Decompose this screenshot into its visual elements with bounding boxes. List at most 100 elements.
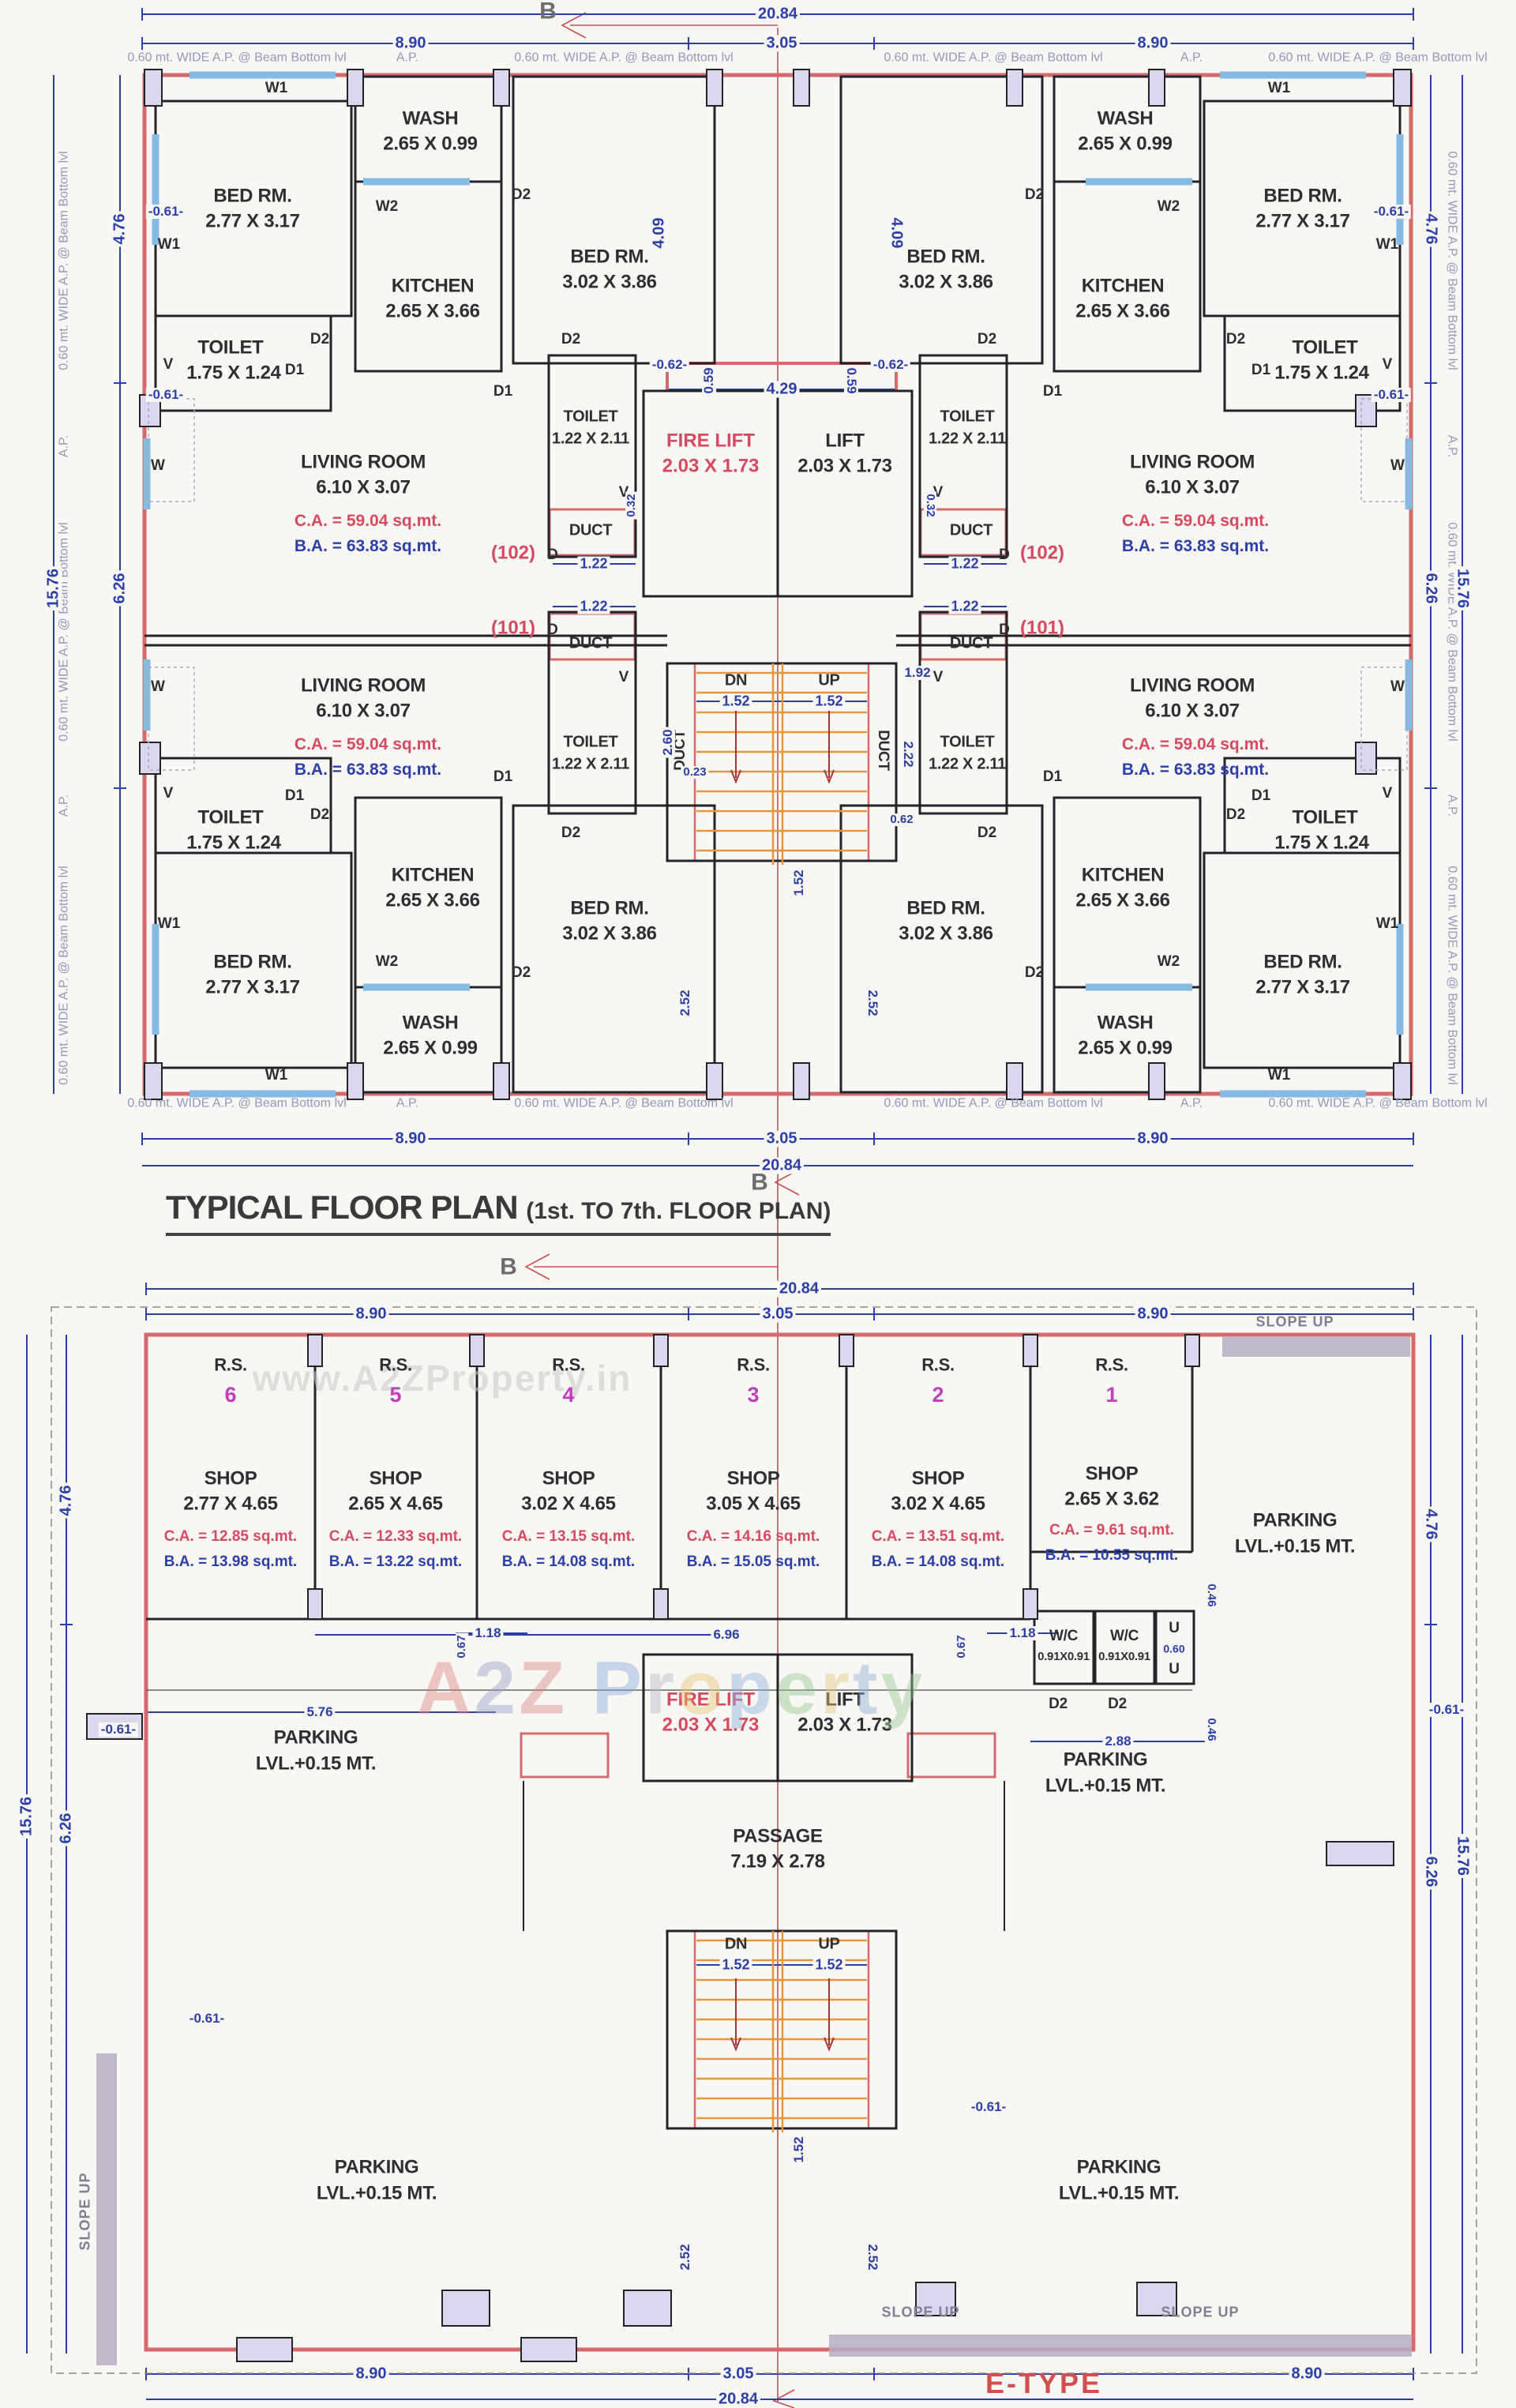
room-label: 2.65 X 3.66 [385, 889, 480, 911]
room-label: LIFT [825, 430, 865, 452]
ba-label: B.A. = 13.22 sq.mt. [328, 1553, 463, 1571]
tag-label: D2 [1225, 331, 1246, 348]
ba-label: B.A. = 63.83 sq.mt. [1121, 760, 1270, 779]
room-label: TOILET [563, 733, 618, 751]
mag-label: 5 [389, 1382, 402, 1407]
room-label: DN [724, 1935, 748, 1953]
ba-label: B.A. = 14.08 sq.mt. [501, 1553, 636, 1571]
red-label: (102) [1019, 542, 1065, 564]
room-label: 1.75 X 1.24 [186, 832, 281, 854]
dim-label: -0.61- [968, 2100, 1009, 2114]
tag-label: W1 [1375, 915, 1399, 933]
margin-label: A.P. [1180, 51, 1203, 65]
room-label: 7.19 X 2.78 [730, 1850, 825, 1873]
tag-label: W [151, 457, 165, 475]
red-label: (101) [490, 617, 536, 639]
room-label: 2.65 X 3.66 [1075, 300, 1170, 322]
room-label: 1.22 X 2.11 [929, 755, 1006, 773]
sec-label: B [539, 0, 557, 24]
tag-label: D2 [511, 964, 531, 982]
dim-label: 1.92 [902, 666, 933, 680]
tag-label: W [151, 678, 165, 696]
dim-label: -0.61- [145, 205, 186, 219]
tag-label: D2 [1024, 964, 1045, 982]
room-label: KITCHEN [391, 864, 475, 886]
room-label: DUCT [568, 634, 613, 652]
ca-label: C.A. = 13.51 sq.mt. [871, 1528, 1005, 1546]
dim-label: 4.09 [651, 215, 668, 251]
dim-label: 15.76 [18, 1794, 36, 1839]
tag-label: D [547, 547, 558, 564]
margin-label: 0.60 mt. WIDE A.P. @ Beam Bottom lvl [884, 51, 1103, 65]
window-strips [143, 71, 1413, 1098]
dim-label: -0.62- [649, 358, 690, 372]
tag-label: D1 [493, 383, 513, 400]
room-label: DUCT [949, 634, 993, 652]
margin-label: 0.60 mt. WIDE A.P. @ Beam Bottom lvl [57, 151, 71, 370]
margin-label: A.P. [396, 51, 419, 65]
dim-label: 8.90 [353, 2365, 389, 2383]
room-label: WASH [402, 107, 459, 130]
dim-label: 20.84 [755, 6, 801, 23]
room-label: D2 [1049, 1696, 1068, 1713]
room-label: WASH [402, 1012, 459, 1034]
margin-label: A.P. [1445, 434, 1459, 458]
room-label: DUCT [874, 730, 891, 771]
ba-label: B.A. = 63.83 sq.mt. [1121, 536, 1270, 555]
tag-label: V [618, 669, 629, 686]
margin-label: 0.60 mt. WIDE A.P. @ Beam Bottom lvl [1268, 51, 1488, 65]
margin-label: A.P. [396, 1096, 419, 1110]
margin-label: A.P. [57, 794, 71, 817]
room-label: 6.10 X 3.07 [1145, 476, 1240, 498]
room-label: SHOP [542, 1467, 595, 1490]
room-label: R.S. [921, 1354, 955, 1375]
dim-label: 1.18 [1007, 1626, 1038, 1640]
room-label: 0.91X0.91 [1098, 1650, 1150, 1664]
room-label: WASH [1097, 1012, 1154, 1034]
tag-label: W2 [375, 198, 399, 216]
room-label: BED RM. [1263, 185, 1342, 207]
room-label: W/C [1109, 1628, 1139, 1645]
margin-label: 0.60 mt. WIDE A.P. @ Beam Bottom lvl [127, 1096, 347, 1110]
room-label: PARKING [273, 1726, 358, 1749]
room-label: BED RM. [906, 246, 985, 268]
room-label: 3.02 X 3.86 [899, 271, 993, 293]
plan-title: TYPICAL FLOOR PLAN (1st. TO 7th. FLOOR P… [166, 1189, 831, 1236]
room-label: UP [818, 671, 840, 689]
dim-label: 2.52 [865, 987, 880, 1019]
tag-label: D2 [561, 825, 581, 842]
red-label: FIRE LIFT [666, 1689, 755, 1711]
room-label: LIFT [825, 1689, 865, 1711]
dim-label: 1.52 [791, 867, 806, 899]
room-label: PARKING [1076, 2156, 1161, 2178]
tag-label: W1 [265, 80, 288, 97]
room-label: KITCHEN [391, 275, 475, 297]
room-label: 2.65 X 3.62 [1064, 1488, 1159, 1510]
room-label: DUCT [568, 521, 613, 539]
dim-label: 1.52 [812, 693, 846, 709]
room-label: PASSAGE [733, 1825, 823, 1847]
walls-ground-floor [146, 1335, 1195, 2130]
room-label: LIVING ROOM [1129, 451, 1255, 473]
dim-label: 0.23 [681, 766, 709, 779]
dim-label: 6.96 [711, 1628, 742, 1642]
dim-label: 8.90 [1289, 2365, 1325, 2383]
tag-label: V [1382, 356, 1393, 374]
ba-label: B.A. = 15.05 sq.mt. [686, 1553, 820, 1571]
room-label: 2.65 X 0.99 [1078, 1037, 1173, 1059]
tag-label: D2 [310, 331, 330, 348]
dim-label: 8.90 [392, 1130, 429, 1148]
room-label: 3.05 X 4.65 [706, 1493, 801, 1515]
dim-label: -0.61- [1371, 205, 1412, 219]
room-label: WASH [1097, 107, 1154, 130]
ap-dashed-strips [148, 398, 1408, 771]
room-label: 3.02 X 4.65 [891, 1493, 985, 1515]
dim-label: 1.18 [472, 1626, 504, 1640]
room-label: LIVING ROOM [1129, 674, 1255, 697]
watermark-letter: p [726, 1646, 775, 1730]
dim-label: 20.84 [715, 2391, 761, 2408]
tag-label: D2 [977, 825, 997, 842]
dim-label: -0.61- [1371, 388, 1412, 402]
dim-label: 15.76 [45, 565, 62, 611]
